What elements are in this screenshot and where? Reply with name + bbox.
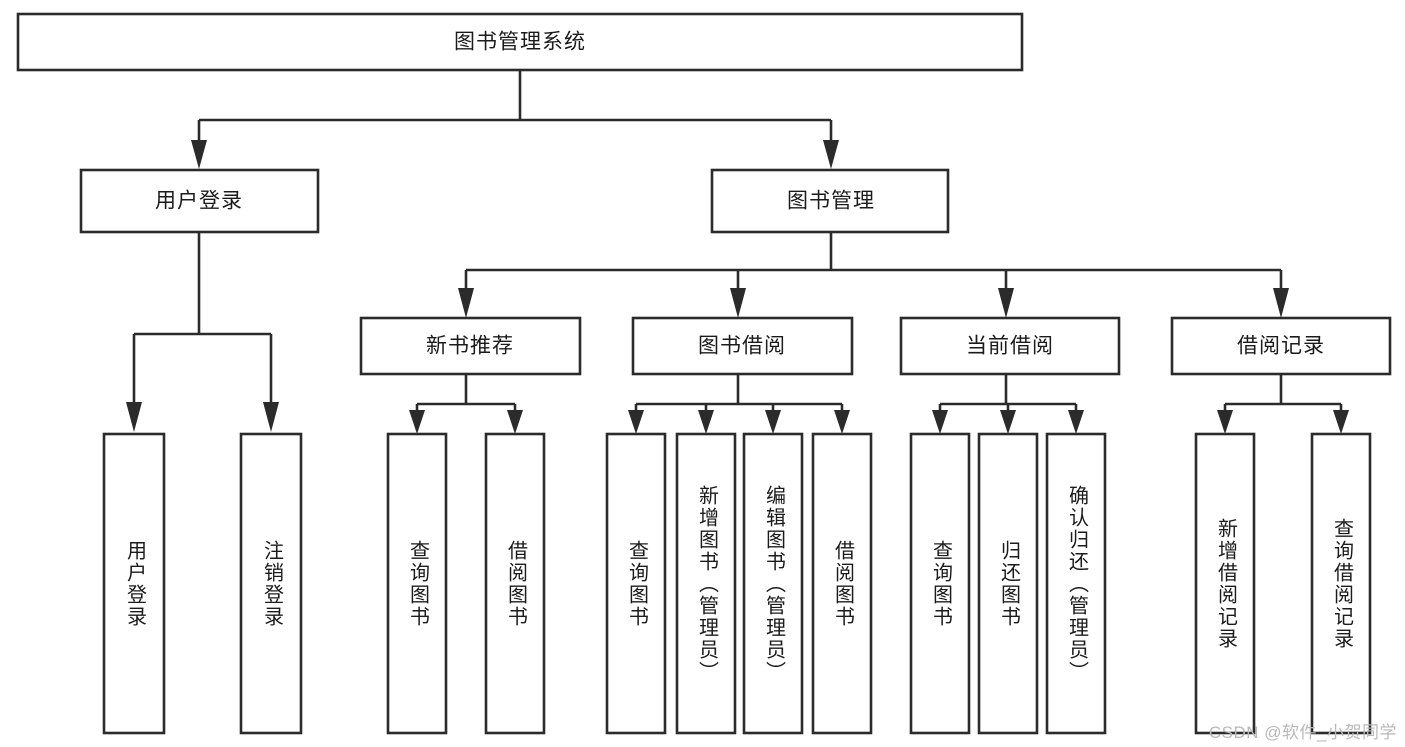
node-new-book-recommend-box[interactable] <box>359 316 582 376</box>
node-leaf-borrow-edit-box[interactable] <box>742 432 804 735</box>
arrow-head-bb-borrow <box>834 410 850 434</box>
arrow-head-recommend-query <box>409 410 425 434</box>
node-borrow-record-label: 借阅记录 <box>1237 335 1325 358</box>
node-book-borrow-label: 图书借阅 <box>698 335 786 358</box>
node-borrow-record-box[interactable] <box>1170 316 1392 376</box>
node-leaf-login-logout-box[interactable] <box>239 432 303 735</box>
arrow-head-currentborrow <box>998 288 1014 318</box>
arrow-head-br-query <box>1333 410 1349 434</box>
arrow-head-bookmanage <box>823 140 839 169</box>
arrow-head-recommend-borrow <box>507 410 523 434</box>
node-current-borrow-label: 当前借阅 <box>966 335 1054 358</box>
node-user-login-box[interactable] <box>79 168 320 234</box>
node-current-borrow-box[interactable] <box>899 316 1121 376</box>
arrow-head-cb-confirm <box>1068 410 1084 434</box>
node-root-label: 图书管理系统 <box>454 31 586 54</box>
node-leaf-borrow-query-box[interactable] <box>605 432 667 735</box>
node-new-book-recommend-label: 新书推荐 <box>426 335 514 358</box>
node-leaf-login-user-login-box[interactable] <box>102 432 166 735</box>
arrow-head-bb-edit <box>765 410 781 434</box>
csdn-watermark: CSDN @软件_小贺同学 <box>1208 723 1397 742</box>
node-leaf-record-add-box[interactable] <box>1194 432 1256 735</box>
node-leaf-current-confirm-box[interactable] <box>1045 432 1107 735</box>
arrow-head-userlogin <box>191 140 207 169</box>
node-book-borrow-box[interactable] <box>631 316 854 376</box>
node-leaf-record-query-box[interactable] <box>1310 432 1372 735</box>
arrow-head-cb-return <box>1000 410 1016 434</box>
node-book-manage-label: 图书管理 <box>787 190 875 213</box>
node-user-login-label: 用户登录 <box>155 190 243 213</box>
connector-group <box>126 70 1349 434</box>
arrow-head-login-logout <box>263 402 279 432</box>
arrow-head-br-add <box>1217 410 1233 434</box>
node-group: 图书管理系统 用户登录 图书管理 新书推荐 图书借阅 当前借阅 借阅记录 <box>16 12 1392 735</box>
arrow-head-recommend <box>458 288 474 318</box>
arrow-head-cb-query <box>932 410 948 434</box>
node-leaf-borrow-borrow-box[interactable] <box>811 432 873 735</box>
node-root-box[interactable] <box>16 12 1024 72</box>
node-book-manage-box[interactable] <box>710 168 950 234</box>
node-leaf-current-query-box[interactable] <box>909 432 971 735</box>
node-leaf-borrow-add-box[interactable] <box>675 432 737 735</box>
arrow-head-login-user <box>126 402 142 432</box>
node-leaf-recommend-borrow-box[interactable] <box>484 432 546 735</box>
arrow-head-bb-add <box>698 410 714 434</box>
arrow-head-borrowrecord <box>1273 288 1289 318</box>
node-leaf-current-return-box[interactable] <box>977 432 1039 735</box>
arrow-head-bookborrow <box>730 288 746 318</box>
node-leaf-recommend-query-box[interactable] <box>386 432 448 735</box>
arrow-head-bb-query <box>628 410 644 434</box>
